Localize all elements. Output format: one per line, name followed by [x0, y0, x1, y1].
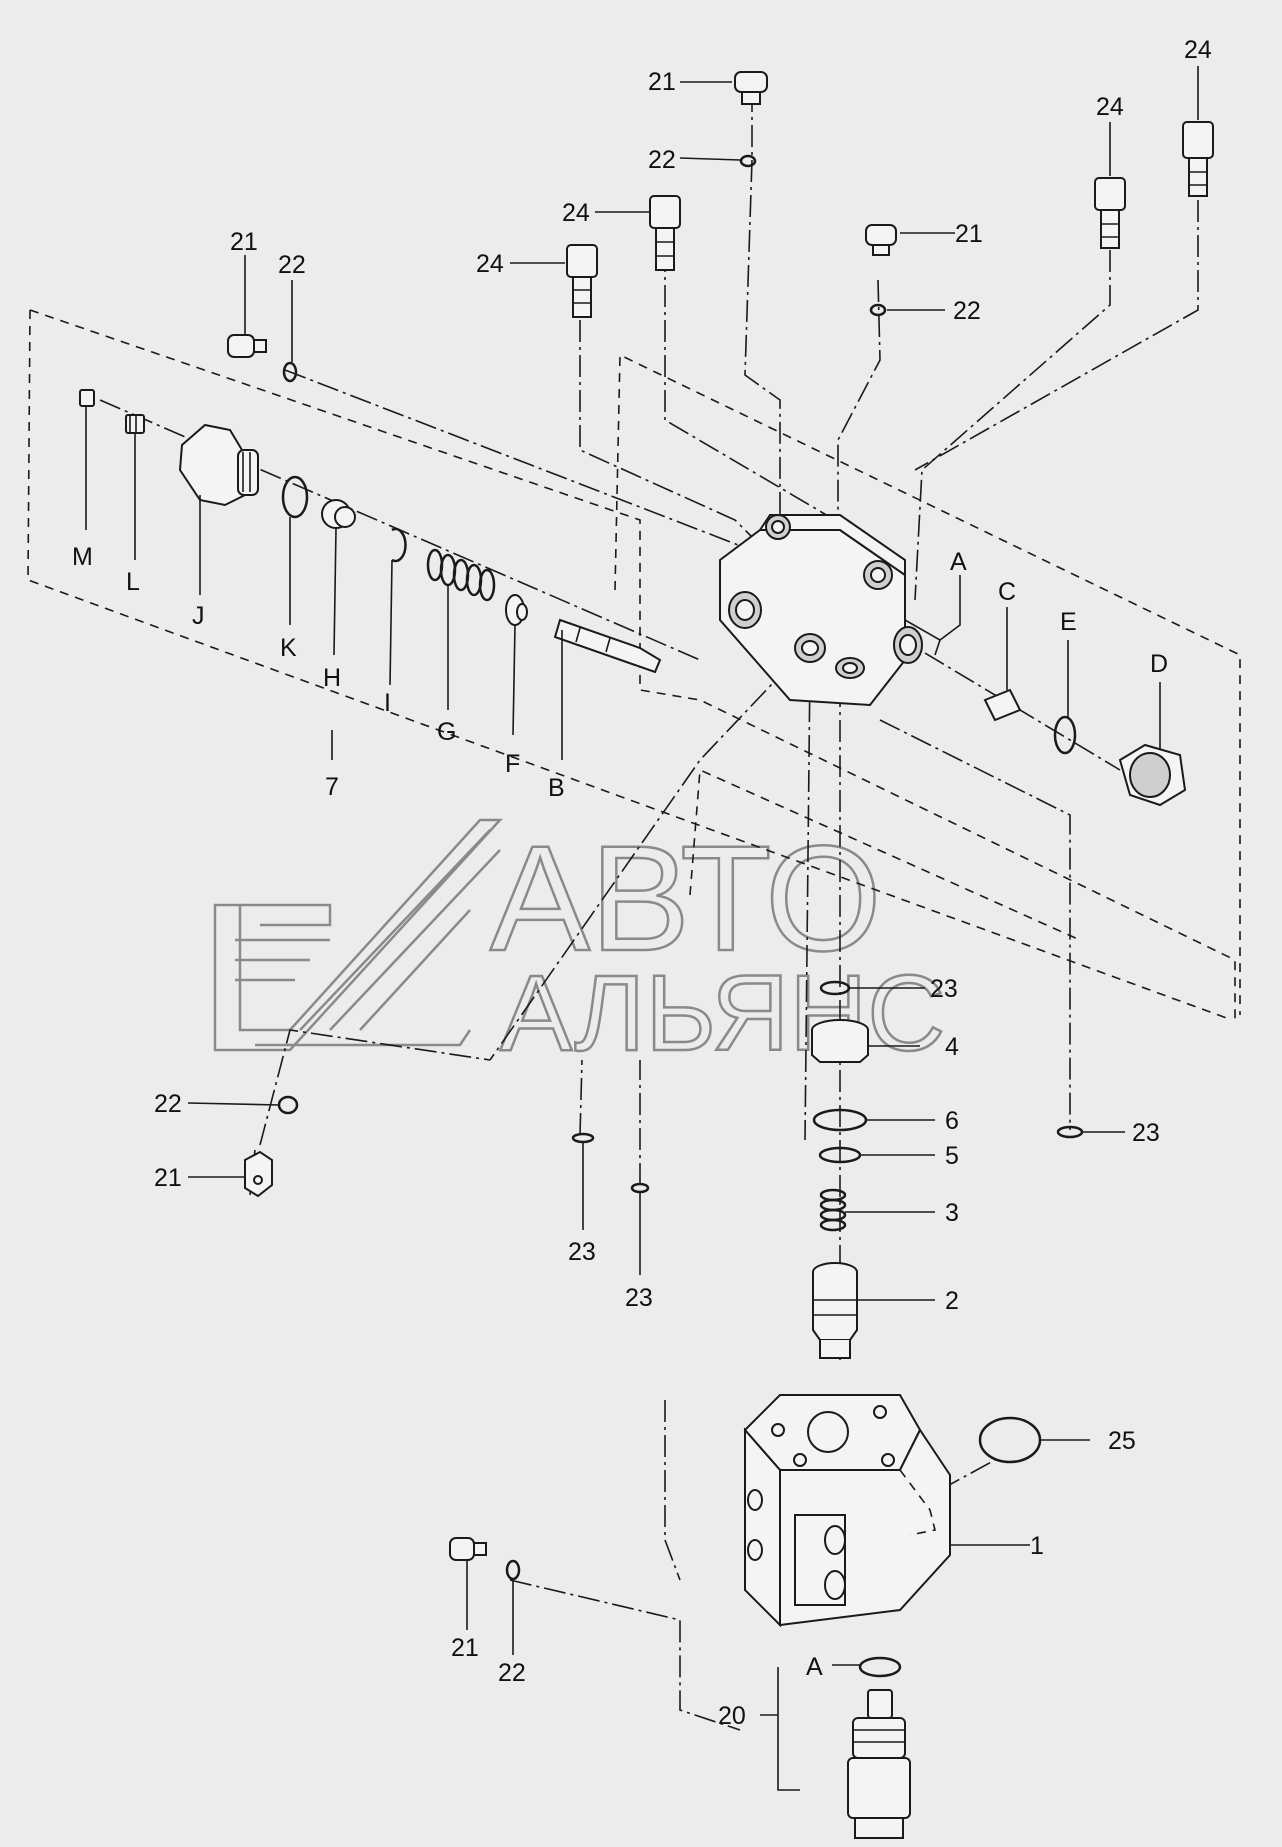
part-J-cap [178, 423, 259, 507]
label-21-bottom: 21 [451, 1634, 479, 1662]
plug-21-top [734, 71, 768, 105]
label-A-bottom: A [806, 1653, 823, 1681]
plug-21-bottom-left [449, 1537, 487, 1561]
leader-lines [85, 66, 1199, 1716]
spring-G [426, 548, 496, 602]
label-22-right: 22 [953, 297, 981, 325]
callout-labels: 21 22 24 24 24 24 21 22 21 22 M L J K H … [72, 36, 1212, 1730]
oring-K [281, 475, 309, 519]
assembly-7-outline [29, 309, 1236, 1020]
bolt-24-right [1094, 177, 1126, 249]
label-K: K [280, 634, 297, 662]
bolt-24-left [566, 244, 598, 318]
watermark-line2: АЛЬЯНС [500, 952, 945, 1073]
part-L [125, 414, 145, 434]
oring-23-a [571, 1132, 595, 1144]
upper-valve-body [719, 514, 941, 707]
label-I: I [384, 689, 391, 717]
label-21-right: 21 [955, 220, 983, 248]
plug-D [1118, 743, 1187, 807]
label-23-lower-c: 23 [1132, 1119, 1160, 1147]
label-21-lower-left: 21 [154, 1164, 182, 1192]
label-23-center: 23 [930, 975, 958, 1003]
label-3: 3 [945, 1199, 959, 1227]
bolt-24-mid [649, 195, 681, 271]
oring-E [1053, 715, 1077, 755]
label-23-lower-a: 23 [568, 1238, 596, 1266]
oring-22-bottom-left [505, 1559, 521, 1581]
snap-ring-I [391, 527, 407, 563]
label-4: 4 [945, 1033, 959, 1061]
label-G: G [437, 718, 456, 746]
label-L: L [126, 568, 140, 596]
lower-valve-body-1 [743, 1394, 951, 1628]
label-J: J [192, 602, 205, 630]
label-22-lower-left: 22 [154, 1090, 182, 1118]
part-H [321, 499, 356, 529]
label-A: A [950, 548, 967, 576]
label-H: H [323, 664, 341, 692]
label-20: 20 [718, 1702, 746, 1730]
plug-21-right [865, 224, 897, 256]
label-6: 6 [945, 1107, 959, 1135]
label-24-right: 24 [1096, 93, 1124, 121]
label-23-lower-b: 23 [625, 1284, 653, 1312]
label-1: 1 [1030, 1532, 1044, 1560]
oring-22-lower-left [277, 1095, 299, 1115]
label-24-left-lower: 24 [476, 250, 504, 278]
label-E: E [1060, 608, 1077, 636]
label-M: M [72, 543, 93, 571]
oring-22-top [739, 154, 757, 168]
label-B: B [548, 774, 565, 802]
part-C [983, 688, 1022, 722]
plug-21-left [227, 334, 267, 358]
plug-21-lower-left [244, 1150, 273, 1198]
label-22-left: 22 [278, 251, 306, 279]
seat-F [505, 594, 528, 626]
oring-23-center [819, 980, 851, 996]
label-D: D [1150, 650, 1168, 678]
label-21-top: 21 [648, 68, 676, 96]
label-7: 7 [325, 773, 339, 801]
spool-B [553, 618, 662, 674]
oring-25 [978, 1416, 1042, 1464]
label-22-bottom: 22 [498, 1659, 526, 1687]
oring-22-left [282, 361, 298, 383]
oring-22-right [869, 303, 887, 317]
part-4 [811, 1019, 869, 1063]
relief-valve-20 [847, 1689, 911, 1839]
bolt-24-far-right [1182, 121, 1214, 197]
label-24-far-right: 24 [1184, 36, 1212, 64]
label-21-left: 21 [230, 228, 258, 256]
oring-23-b [630, 1182, 650, 1194]
label-24-left-upper: 24 [562, 199, 590, 227]
label-C: C [998, 578, 1016, 606]
poppet-2 [812, 1262, 858, 1359]
label-5: 5 [945, 1142, 959, 1170]
label-25: 25 [1108, 1427, 1136, 1455]
part-M [79, 389, 95, 407]
label-2: 2 [945, 1287, 959, 1315]
assembly-top-outline [614, 353, 1241, 1015]
oring-A-bottom [858, 1656, 902, 1678]
bracket-20 [777, 1667, 800, 1791]
assembly-7-outline-lower [27, 309, 1233, 1021]
label-F: F [505, 750, 520, 778]
assembly-inner-outline [689, 768, 1081, 941]
spring-3 [819, 1188, 847, 1232]
watermark-logo: АВТО АЛЬЯНС [213, 813, 947, 1074]
label-22-top: 22 [648, 146, 676, 174]
watermark-line1: АВТО [490, 814, 882, 982]
